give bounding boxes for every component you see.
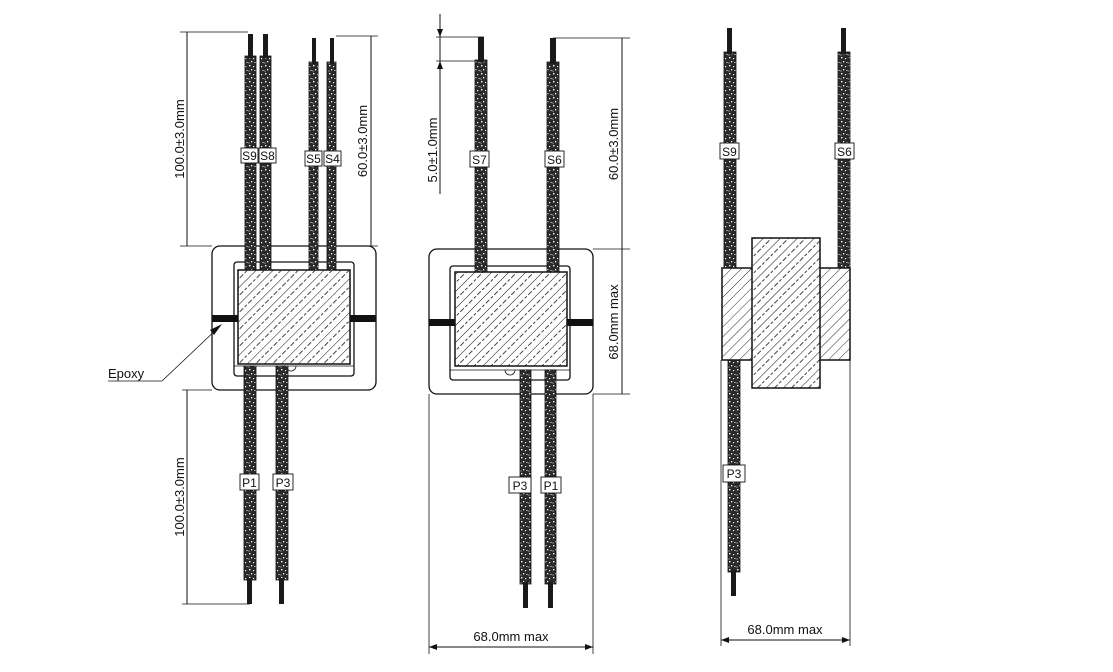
dim-bottom-label: 100.0±3.0mm xyxy=(172,457,187,536)
dim-side-top-label: 60.0±3.0mm xyxy=(606,108,621,180)
side-epoxy-right xyxy=(567,319,593,326)
lead-p3-wire xyxy=(275,365,289,581)
tag-s9: S9 xyxy=(242,149,257,163)
dim-top-right-label: 60.0±3.0mm xyxy=(355,105,370,177)
lead-s7-tip xyxy=(478,37,484,62)
end-width-arrow-right xyxy=(842,637,850,643)
side-tag-p3: P3 xyxy=(513,479,528,493)
end-lead-s6-wire xyxy=(837,51,851,269)
end-tag-p3: P3 xyxy=(727,467,742,481)
end-tag-s9: S9 xyxy=(722,145,737,159)
side-tag-p1-box xyxy=(540,476,562,494)
stub-arrow-top xyxy=(437,29,443,37)
lead-p1-tip xyxy=(247,578,252,604)
epoxy-label: Epoxy xyxy=(108,366,145,381)
front-view: S9 S8 S5 S4 P1 P3 100.0±3.0mm 60.0±3.0mm… xyxy=(108,31,378,605)
side-lead-p3-tip xyxy=(523,582,528,608)
epoxy-leader-arrow xyxy=(210,324,222,335)
end-view: S9 S6 P3 68.0mm max xyxy=(719,28,855,646)
end-core-right xyxy=(817,267,851,361)
epoxy-left xyxy=(212,315,238,322)
lead-s4-tip xyxy=(330,38,334,64)
side-epoxy-left xyxy=(429,319,455,326)
end-lead-p3-tip xyxy=(731,570,736,596)
end-core-left xyxy=(721,267,755,361)
width-arrow-left xyxy=(429,644,437,650)
tag-s8-box xyxy=(258,147,277,164)
lead-p3-tip xyxy=(279,578,284,604)
side-lead-p1-tip xyxy=(548,582,553,608)
tag-s8: S8 xyxy=(260,149,275,163)
dim-top-left-label: 100.0±3.0mm xyxy=(172,99,187,178)
side-notch xyxy=(504,369,516,376)
stub-arrow-bottom xyxy=(437,61,443,69)
tag-s7: S7 xyxy=(472,153,487,167)
tag-p3: P3 xyxy=(276,476,291,490)
end-lead-s6-tip xyxy=(841,28,846,54)
tag-p3-box xyxy=(272,473,294,491)
lead-s8-tip xyxy=(263,34,268,58)
tag-p1: P1 xyxy=(242,476,257,490)
side-view: S7 S6 P3 P1 5.0±1.0mm 60.0±3.0mm 68.0mm … xyxy=(425,14,630,654)
side-tag-p1: P1 xyxy=(544,479,559,493)
end-lead-s9-wire xyxy=(723,51,737,269)
epoxy-right xyxy=(350,315,376,322)
width-arrow-right xyxy=(585,644,593,650)
lead-s5-tip xyxy=(312,38,316,64)
dim-height-label: 68.0mm max xyxy=(606,284,621,360)
side-tag-p3-box xyxy=(508,476,532,494)
tag-s5-box xyxy=(304,150,323,167)
dim-stub-label: 5.0±1.0mm xyxy=(425,118,440,183)
dim-width-label: 68.0mm max xyxy=(473,629,549,644)
end-tag-p3-box xyxy=(722,464,746,483)
tag-s6-box xyxy=(544,150,565,168)
end-lead-s9-tip xyxy=(727,28,732,54)
tag-s7-box xyxy=(469,150,490,168)
end-dim-width-label: 68.0mm max xyxy=(747,622,823,637)
end-tag-s9-box xyxy=(719,142,740,160)
side-core xyxy=(454,271,568,367)
end-core-center xyxy=(751,237,821,389)
front-core xyxy=(237,269,351,365)
tag-s5: S5 xyxy=(306,152,321,166)
tag-s4-box xyxy=(323,150,342,167)
lead-s9-tip xyxy=(248,34,253,58)
tag-p1-box xyxy=(239,473,260,491)
end-tag-s6-box xyxy=(834,142,855,160)
lead-p1-wire xyxy=(243,365,257,581)
tag-s4: S4 xyxy=(325,152,340,166)
end-tag-s6: S6 xyxy=(837,145,852,159)
epoxy-leader-diagonal xyxy=(161,325,221,382)
tag-s6: S6 xyxy=(547,153,562,167)
lead-s6-tip xyxy=(550,38,556,64)
end-width-arrow-left xyxy=(721,637,729,643)
tag-s9-box xyxy=(240,147,259,164)
